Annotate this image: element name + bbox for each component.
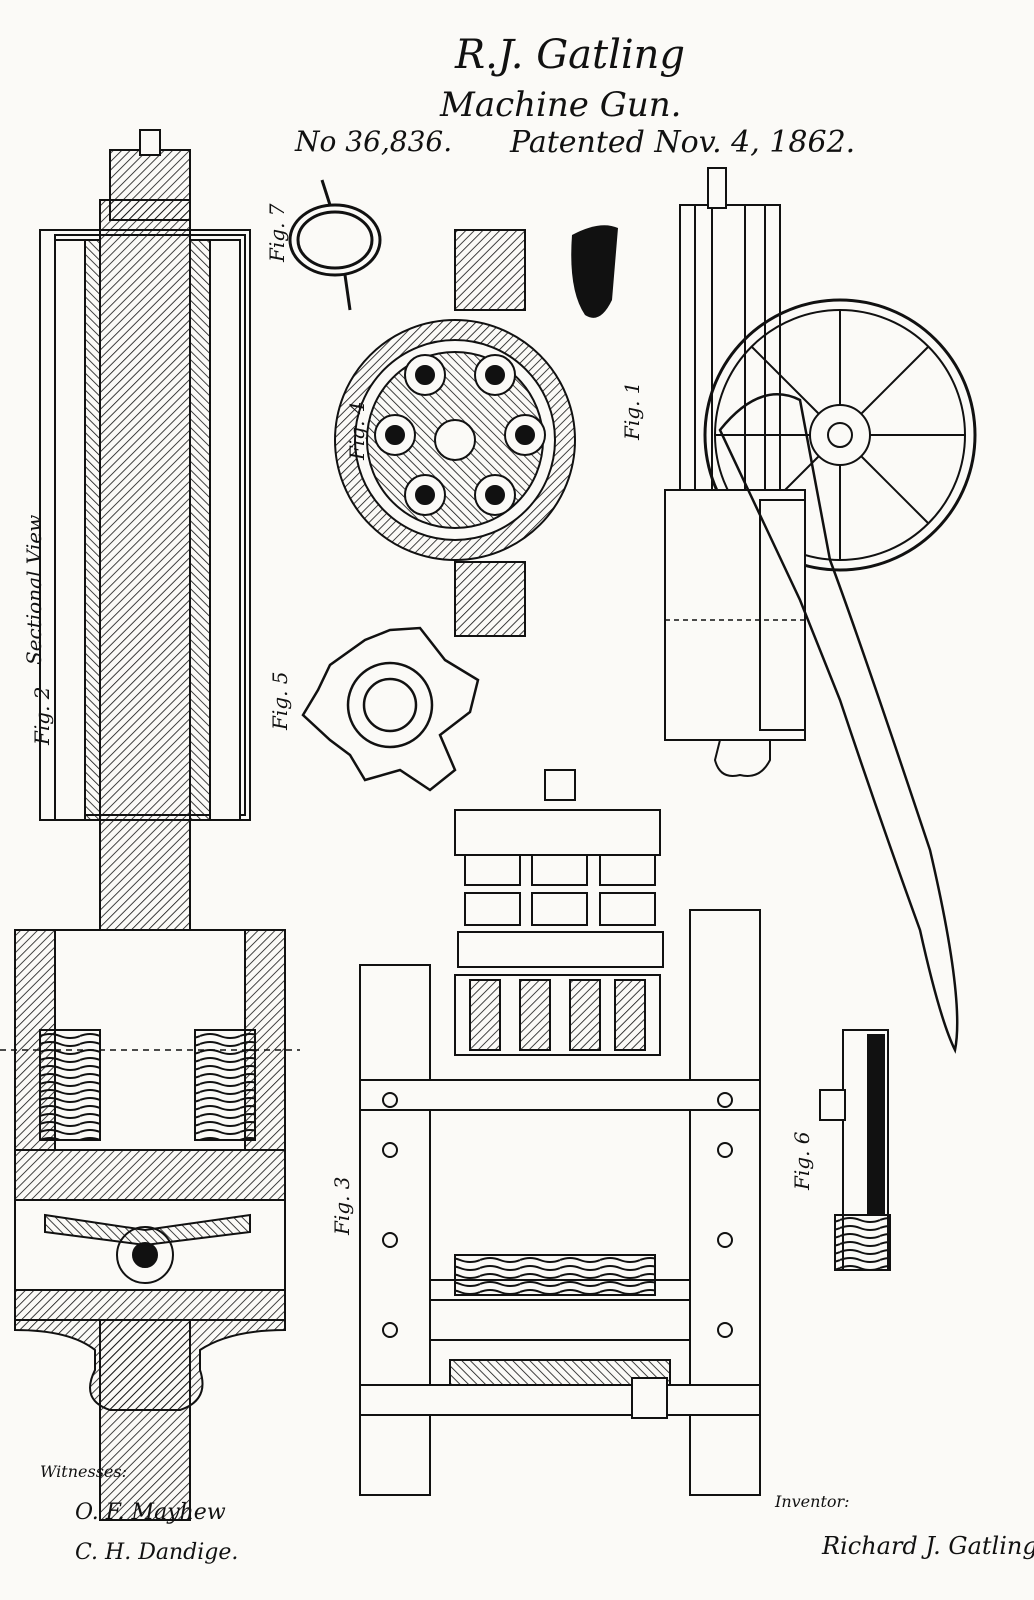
fig7-label: Fig. 7: [265, 203, 289, 262]
fig6-label: Fig. 6: [790, 1131, 814, 1190]
fig5-star-wheel: [301, 626, 480, 792]
witness-signature-1: O. F. Mayhew: [75, 1500, 226, 1525]
fig5-label: Fig. 5: [268, 671, 292, 730]
fig3-label: Fig. 3: [330, 1176, 354, 1235]
witness-signature-2: C. H. Dandige.: [75, 1540, 239, 1565]
fig4-label: Fig. 4: [345, 401, 369, 460]
fig1-label: Fig. 1: [620, 381, 644, 440]
inventor-name: R.J. Gatling: [455, 32, 686, 78]
fig4-cross-section: [334, 229, 576, 637]
fig1-side-view: [664, 167, 977, 1054]
patent-date: Patented Nov. 4, 1862.: [510, 125, 856, 160]
fig6-part: [819, 1029, 891, 1271]
witnesses-label: Witnesses:: [40, 1462, 127, 1481]
inventor-signature: Richard J. Gatling: [822, 1532, 1034, 1560]
patent-subject: Machine Gun.: [440, 85, 682, 125]
cam-shape: [571, 225, 618, 318]
fig3-lock-frame: [359, 769, 761, 1496]
fig7-ring: [288, 179, 382, 311]
fig2-label: Fig. 2: [30, 686, 54, 745]
fig2-caption: Sectional View: [22, 514, 46, 665]
patent-number: No 36,836.: [295, 125, 453, 158]
fig2-sectional-view: [0, 129, 300, 1521]
inventor-label: Inventor:: [775, 1492, 850, 1511]
